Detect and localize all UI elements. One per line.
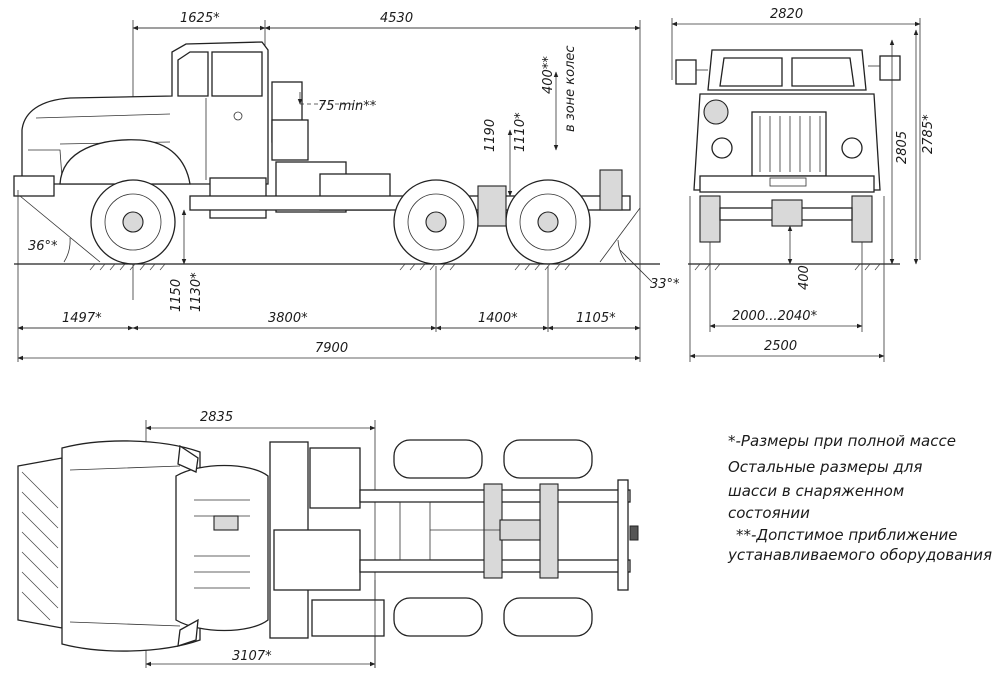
dim-wheelbase: 3800*: [268, 311, 308, 326]
note-line-5: **-Допстимое приближение: [736, 526, 958, 544]
rear-wheel-2: [505, 179, 591, 265]
dim-front-overhang: 1497*: [62, 311, 102, 326]
note-line-2: Остальные размеры для: [728, 458, 922, 476]
dim-rear-angle: 33°*: [650, 277, 680, 292]
dim-front-angle: 36°*: [28, 239, 58, 254]
dim-top-cab-length: 2835: [200, 410, 233, 425]
dim-front-width-total: 2500: [764, 339, 797, 354]
front-wheel: [90, 179, 176, 265]
dim-height-2: 1110*: [513, 112, 528, 152]
dim-front-height-1: 2805: [895, 131, 910, 164]
dim-ground-clearance: 400: [797, 265, 812, 290]
dim-cab-front: 1625*: [180, 11, 220, 26]
note-line-4: состоянии: [728, 504, 810, 522]
front-view: 2820: [671, 7, 936, 362]
note-line-3: шасси в снаряженном: [728, 482, 904, 500]
top-view: 2835: [17, 410, 639, 668]
dim-track: 2000...2040*: [732, 309, 818, 324]
dim-top-to-axle: 3107*: [232, 649, 272, 664]
dim-wheel-zone-2: в зоне колес: [563, 45, 578, 132]
dim-total-length: 7900: [315, 341, 348, 356]
dim-rear-overhang: 1105*: [576, 311, 616, 326]
dim-height-1: 1190: [483, 119, 498, 152]
dim-bogie: 1400*: [478, 311, 518, 326]
dim-wheel-zone-1: 400**: [541, 56, 556, 94]
side-view: 1625* 4530 75 min**: [13, 11, 680, 362]
dim-front-width-top: 2820: [770, 7, 803, 22]
dim-clearance-top: 75 min**: [318, 99, 377, 114]
dim-front-height-2: 2785*: [921, 114, 936, 154]
note-line-6: устанавливаемого оборудования: [727, 546, 992, 564]
dim-frame-h-2: 1130*: [189, 272, 204, 312]
dim-cab-rear: 4530: [380, 11, 413, 26]
notes: *-Размеры при полной массе Остальные раз…: [727, 432, 992, 564]
dim-frame-h-1: 1150: [169, 279, 184, 312]
note-line-1: *-Размеры при полной массе: [728, 432, 956, 450]
rear-wheel-1: [393, 179, 479, 265]
